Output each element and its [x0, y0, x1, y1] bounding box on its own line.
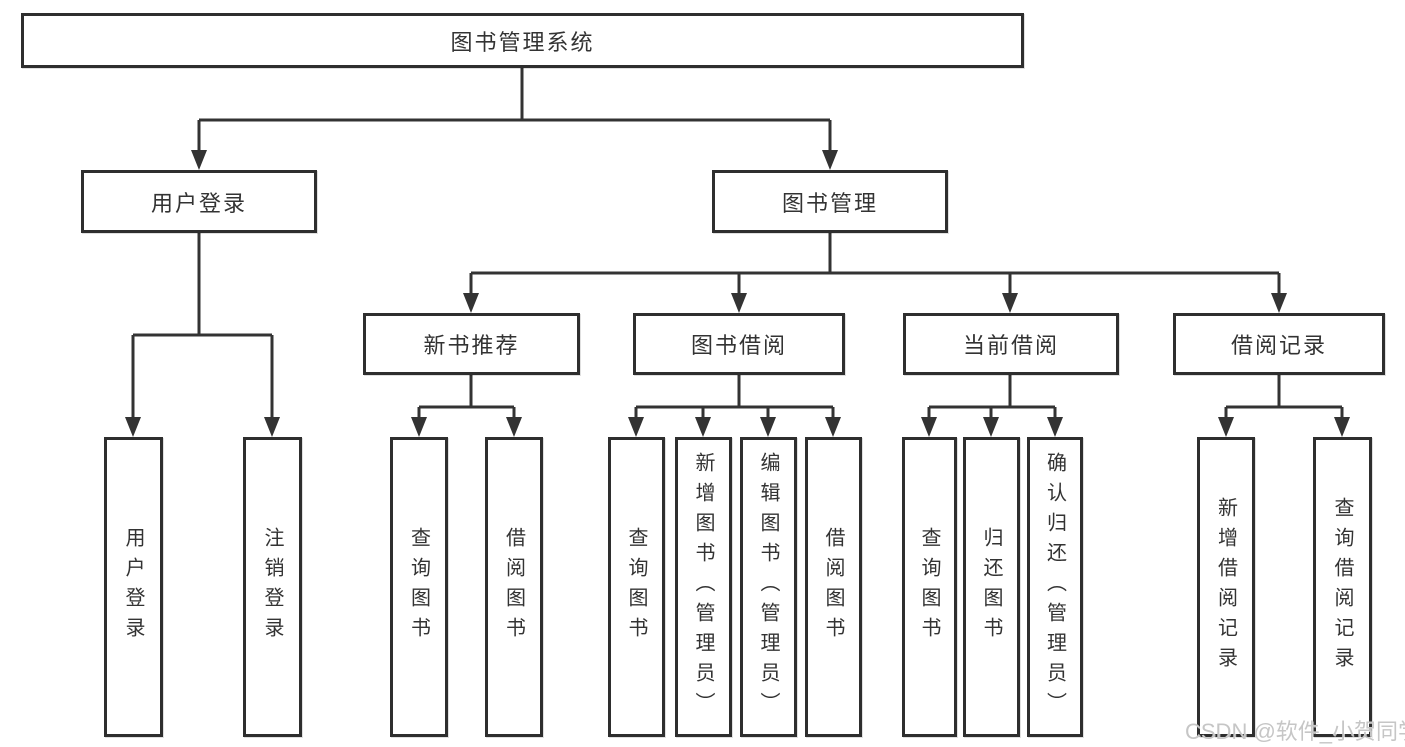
leaf-records-add-record-label: 新增借阅记录 [1214, 497, 1237, 677]
leaf-borrow-search-books: 查询图书 [608, 437, 665, 737]
node-book-borrow: 图书借阅 [633, 313, 845, 375]
node-new-book-recommend: 新书推荐 [363, 313, 580, 375]
leaf-borrow-add-books-admin-label: 新增图书（管理员） [692, 452, 714, 722]
csdn-watermark: CSDN @软件_小贺同学 [1185, 719, 1405, 744]
node-current-borrow-label: 当前借阅 [962, 333, 1059, 358]
leaf-borrow-edit-books-admin-label: 编辑图书（管理员） [757, 452, 779, 722]
leaf-borrow-borrow-books: 借阅图书 [805, 437, 862, 737]
node-root: 图书管理系统 [21, 13, 1024, 68]
node-new-book-recommend-label: 新书推荐 [423, 333, 520, 358]
leaf-current-confirm-return-admin-label: 确认归还（管理员） [1043, 452, 1066, 722]
leaf-recommend-borrow-books: 借阅图书 [485, 437, 543, 737]
leaf-recommend-borrow-books-label: 借阅图书 [502, 527, 525, 647]
leaf-records-search-record: 查询借阅记录 [1313, 437, 1372, 737]
leaf-current-return-books-label: 归还图书 [980, 527, 1002, 647]
leaf-borrow-add-books-admin: 新增图书（管理员） [675, 437, 732, 737]
node-book-management-label: 图书管理 [781, 190, 878, 216]
leaf-borrow-search-books-label: 查询图书 [625, 527, 647, 647]
node-borrow-records: 借阅记录 [1173, 313, 1385, 375]
leaf-user-login-label: 用户登录 [122, 527, 144, 647]
leaf-current-search-books: 查询图书 [902, 437, 957, 737]
node-root-label: 图书管理系统 [450, 29, 595, 55]
node-current-borrow: 当前借阅 [903, 313, 1119, 375]
leaf-user-login: 用户登录 [104, 437, 163, 737]
leaf-logout: 注销登录 [243, 437, 302, 737]
leaf-recommend-search-books: 查询图书 [390, 437, 448, 737]
arrowheads [125, 150, 1350, 437]
leaf-logout-label: 注销登录 [261, 527, 283, 647]
leaf-current-confirm-return-admin: 确认归还（管理员） [1027, 437, 1083, 737]
leaf-recommend-search-books-label: 查询图书 [407, 527, 430, 647]
node-user-login: 用户登录 [81, 170, 317, 233]
leaf-borrow-borrow-books-label: 借阅图书 [822, 527, 844, 647]
leaf-borrow-edit-books-admin: 编辑图书（管理员） [740, 437, 797, 737]
node-book-management: 图书管理 [712, 170, 948, 233]
node-book-borrow-label: 图书借阅 [690, 333, 787, 358]
leaf-records-add-record: 新增借阅记录 [1197, 437, 1255, 737]
leaf-current-return-books: 归还图书 [963, 437, 1020, 737]
leaf-records-search-record-label: 查询借阅记录 [1331, 497, 1353, 677]
node-borrow-records-label: 借阅记录 [1230, 333, 1327, 358]
node-user-login-label: 用户登录 [150, 190, 247, 216]
leaf-current-search-books-label: 查询图书 [918, 527, 940, 647]
